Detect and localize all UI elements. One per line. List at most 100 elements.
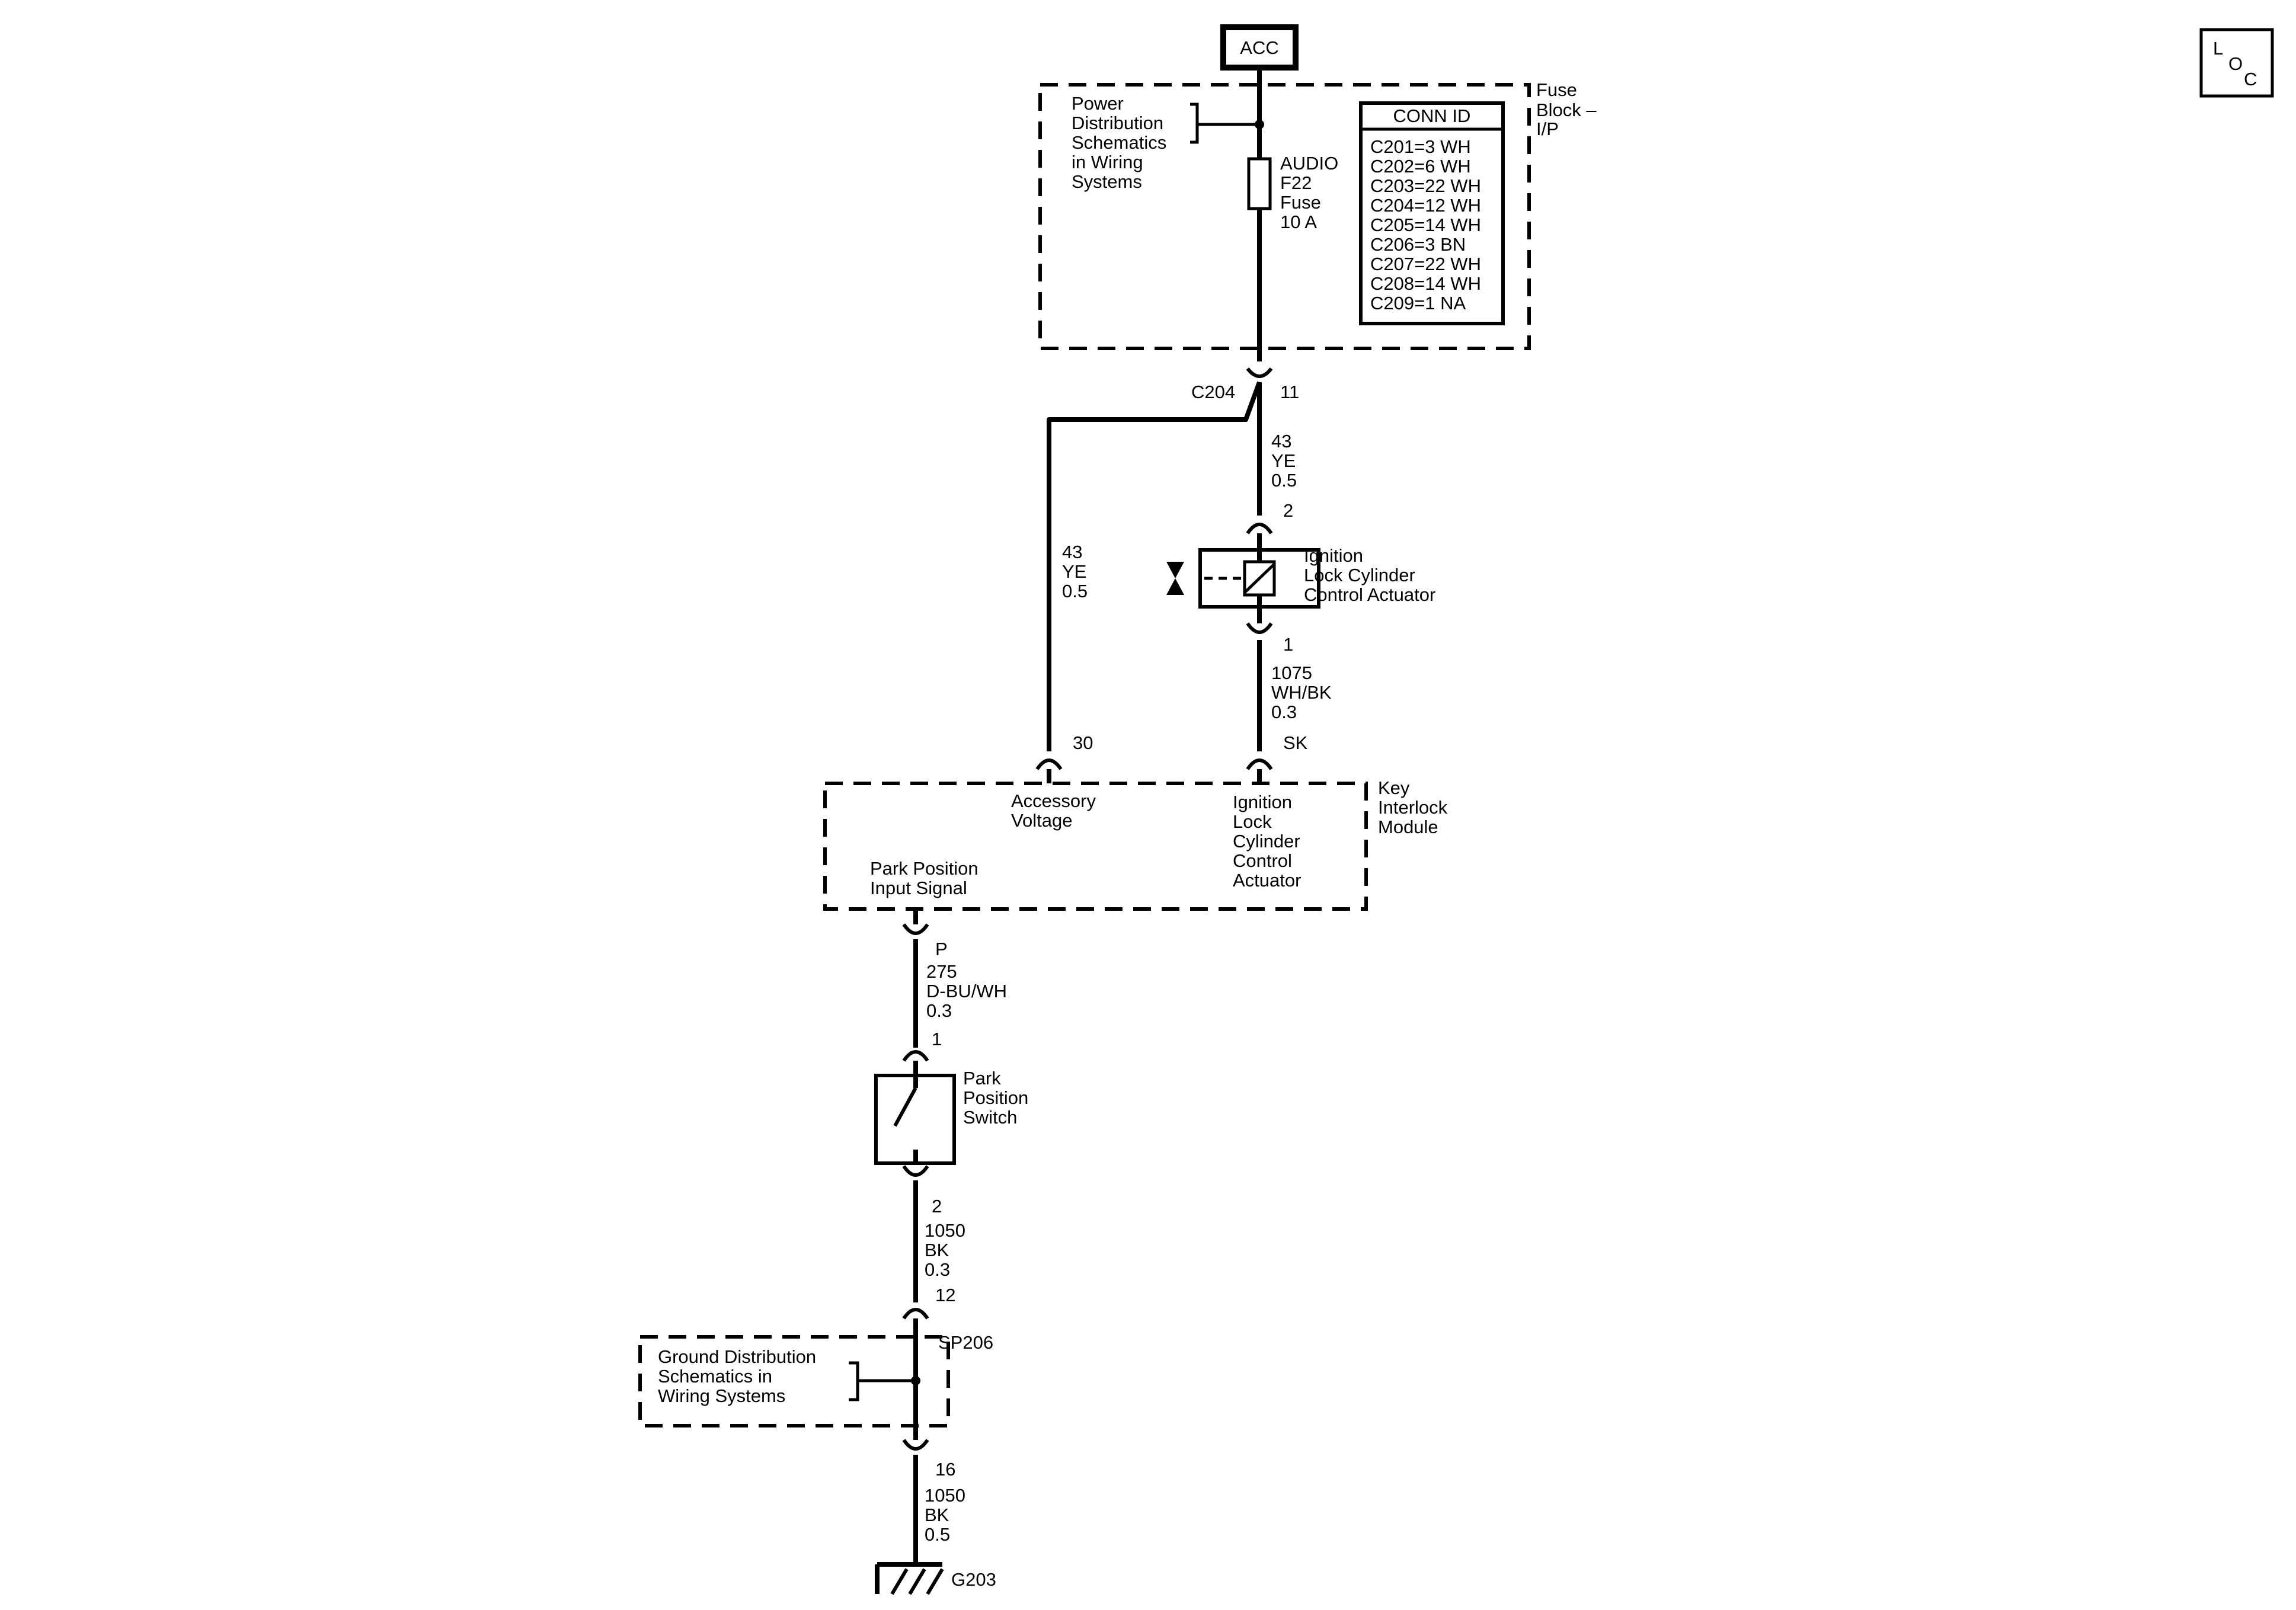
actuator-pin-1: [1246, 622, 1273, 634]
conn-id-row: C206=3 BN: [1370, 234, 1466, 255]
module-actuator-label: Ignition Lock Cylinder Control Actuator: [1233, 792, 1301, 891]
svg-text:BK: BK: [925, 1240, 949, 1260]
svg-text:Voltage: Voltage: [1011, 810, 1072, 831]
fuse-block-outline: [1038, 83, 1531, 350]
svg-text:Position: Position: [963, 1087, 1028, 1108]
acc-power-box: ACC: [1220, 24, 1299, 71]
key-interlock-module-outline: [823, 782, 1368, 911]
module-pin-sk-label: SK: [1283, 732, 1308, 753]
locator-c: C: [2244, 69, 2257, 89]
svg-text:43: 43: [1062, 542, 1082, 562]
svg-text:1050: 1050: [925, 1485, 965, 1506]
conn-id-row: C202=6 WH: [1370, 156, 1471, 177]
locator-o: O: [2228, 53, 2243, 74]
module-pin-p-label: P: [935, 939, 948, 959]
actuator-pin-bottom-label: 1: [1283, 634, 1293, 655]
wire-branch-accessory: [1047, 381, 1262, 751]
splice-pin-top-label: 12: [935, 1285, 955, 1305]
switch-name: Park Position Switch: [963, 1068, 1028, 1128]
splice-sp206-outline: [638, 1335, 950, 1427]
svg-text:Interlock: Interlock: [1378, 797, 1448, 818]
svg-text:Lock Cylinder: Lock Cylinder: [1304, 565, 1415, 585]
conn-id-row: C201=3 WH: [1370, 136, 1471, 157]
acc-label: ACC: [1240, 37, 1278, 58]
locator-l: L: [2213, 38, 2223, 59]
svg-text:I/P: I/P: [1536, 119, 1559, 139]
svg-text:WH/BK: WH/BK: [1271, 682, 1332, 703]
conn-id-row: C208=14 WH: [1370, 273, 1481, 294]
svg-text:275: 275: [926, 961, 957, 982]
wire-left-label: 43 YE 0.5: [1062, 542, 1088, 601]
switch-pin-bottom-label: 2: [932, 1196, 942, 1217]
svg-text:0.5: 0.5: [925, 1524, 950, 1545]
svg-text:Input Signal: Input Signal: [870, 878, 967, 898]
svg-text:Lock: Lock: [1233, 811, 1272, 832]
svg-text:Fuse: Fuse: [1536, 79, 1577, 100]
svg-text:Power: Power: [1072, 93, 1124, 114]
ignition-lock-actuator: [1198, 533, 1320, 623]
svg-text:Control Actuator: Control Actuator: [1304, 584, 1435, 605]
module-accessory-voltage-label: Accessory Voltage: [1011, 790, 1096, 831]
park-position-switch: [874, 1061, 956, 1165]
switch-pin-top-label: 1: [932, 1029, 942, 1049]
module-pin-sk: [1246, 758, 1273, 770]
actuator-pin-top-label: 2: [1283, 500, 1293, 521]
module-pin-p: [902, 923, 929, 935]
svg-text:1050: 1050: [925, 1220, 965, 1241]
svg-text:Park Position: Park Position: [870, 858, 978, 879]
svg-text:Switch: Switch: [963, 1107, 1017, 1128]
c204-connector: C204 11: [1191, 367, 1299, 402]
wire-park-in-label: 275 D-BU/WH 0.3: [926, 961, 1007, 1021]
actuator-name: Ignition Lock Cylinder Control Actuator: [1304, 545, 1435, 605]
fuse-icon: [1247, 157, 1272, 210]
svg-text:Schematics: Schematics: [1072, 132, 1166, 153]
conn-id-row: C209=1 NA: [1370, 293, 1466, 313]
svg-text:0.3: 0.3: [926, 1000, 952, 1021]
conn-id-row: C207=22 WH: [1370, 254, 1481, 274]
splice-name: SP206: [938, 1332, 993, 1353]
svg-text:1075: 1075: [1271, 662, 1312, 683]
svg-text:YE: YE: [1062, 561, 1086, 582]
svg-text:D-BU/WH: D-BU/WH: [926, 981, 1007, 1001]
conn-id-header: CONN ID: [1393, 105, 1471, 126]
svg-text:Ignition: Ignition: [1233, 792, 1292, 812]
svg-text:F22: F22: [1280, 172, 1312, 193]
ground-distribution-reference: Ground Distribution Schematics in Wiring…: [658, 1346, 913, 1406]
wire-ground-label: 1050 BK 0.5: [925, 1485, 965, 1545]
svg-text:0.3: 0.3: [1271, 702, 1297, 722]
ground-name: G203: [951, 1569, 996, 1590]
conn-id-row: C203=22 WH: [1370, 175, 1481, 196]
c204-pin-label: 11: [1280, 382, 1299, 402]
svg-text:in Wiring: in Wiring: [1072, 152, 1143, 172]
svg-text:Systems: Systems: [1072, 171, 1142, 192]
svg-text:Control: Control: [1233, 850, 1292, 871]
wire-upper-right-label: 43 YE 0.5: [1271, 431, 1297, 491]
svg-text:Module: Module: [1378, 817, 1438, 837]
fuse-block-name: Fuse Block – I/P: [1536, 79, 1597, 139]
svg-text:43: 43: [1271, 431, 1291, 452]
svg-text:Key: Key: [1378, 777, 1410, 798]
svg-text:0.5: 0.5: [1062, 581, 1088, 601]
module-pin-30: [1035, 758, 1063, 770]
conn-id-row: C204=12 WH: [1370, 195, 1481, 216]
module-pin-30-label: 30: [1073, 732, 1093, 753]
svg-text:BK: BK: [925, 1505, 949, 1525]
locator-icon: L O C: [2199, 28, 2274, 98]
conn-id-row: C205=14 WH: [1370, 215, 1481, 235]
svg-text:10 A: 10 A: [1280, 212, 1317, 232]
switch-pin-2: [902, 1165, 929, 1177]
actuator-pin-2: [1246, 523, 1273, 534]
power-distribution-reference: Power Distribution Schematics in Wiring …: [1072, 93, 1264, 192]
wire-switch-out-label: 1050 BK 0.3: [925, 1220, 965, 1280]
svg-text:Block –: Block –: [1536, 100, 1597, 120]
svg-text:Schematics in: Schematics in: [658, 1366, 772, 1387]
svg-text:Wiring Systems: Wiring Systems: [658, 1385, 785, 1406]
svg-text:Park: Park: [963, 1068, 1001, 1089]
actuator-mechanical-icon: [1166, 562, 1184, 595]
module-pin-stubs: [1047, 769, 1262, 783]
svg-text:0.5: 0.5: [1271, 470, 1297, 491]
svg-text:0.3: 0.3: [925, 1259, 950, 1280]
splice-pin-12: [902, 1308, 929, 1320]
svg-text:Ground Distribution: Ground Distribution: [658, 1346, 816, 1367]
